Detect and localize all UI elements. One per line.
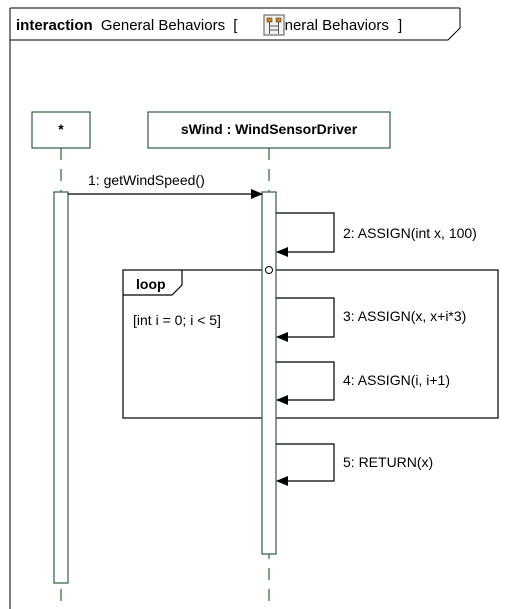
lifeline-wind-sensor[interactable]: sWind : WindSensorDriver [147,111,391,149]
frame-keyword: interaction [16,17,93,34]
frame-bracket-close: ] [398,17,402,34]
lifeline-caller[interactable]: * [31,111,91,149]
lifeline-wind-sensor-label: sWind : WindSensorDriver [181,121,358,137]
frame-title: interaction General Behaviors [ General … [16,17,402,34]
lifeline-caller-label: * [58,121,64,137]
frame-ref-name: General Behaviors [265,17,389,34]
loop-operator: loop [136,276,166,292]
message-3[interactable]: 3: ASSIGN(x, x+i*3) [276,297,466,342]
message-3-label: 3: ASSIGN(x, x+i*3) [343,308,466,324]
activation-bar-caller [53,191,69,584]
loop-guard: [int i = 0; i < 5] [133,312,221,328]
message-4[interactable]: 4: ASSIGN(i, i+1) [276,361,450,405]
message-5-label: 5: RETURN(x) [343,454,433,470]
message-4-label: 4: ASSIGN(i, i+1) [343,372,450,388]
sequence-diagram-icon [263,14,285,36]
frame-bracket-open: [ [233,17,238,34]
loop-fragment[interactable]: loop [int i = 0; i < 5] [122,269,499,419]
gate-marker [265,266,273,274]
frame-name: General Behaviors [101,17,225,34]
message-5[interactable]: 5: RETURN(x) [276,443,433,486]
message-1[interactable]: 1: getWindSpeed() [68,172,263,199]
message-2-label: 2: ASSIGN(int x, 100) [343,225,477,241]
message-2[interactable]: 2: ASSIGN(int x, 100) [276,212,477,257]
interaction-frame: interaction General Behaviors [ General … [9,7,461,609]
activation-bar-wind [261,191,277,555]
message-1-label: 1: getWindSpeed() [88,172,205,188]
